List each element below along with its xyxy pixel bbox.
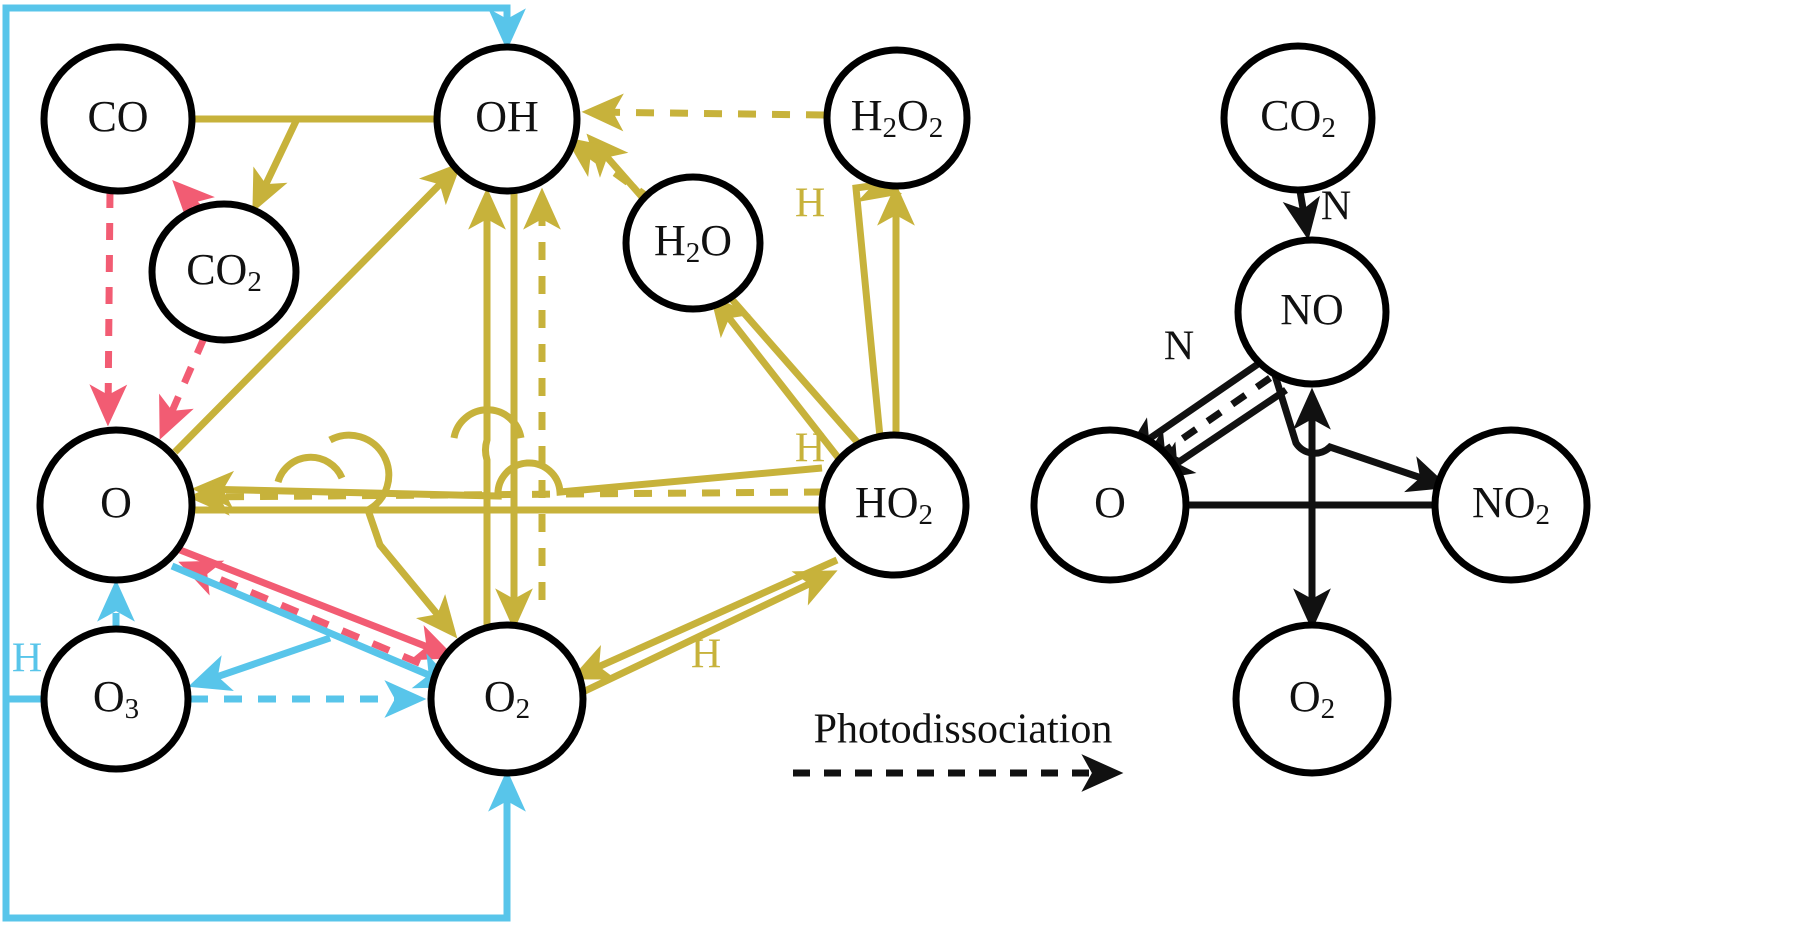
node-label-r-no: NO <box>1280 285 1344 334</box>
node-o3[interactable]: O3 <box>40 625 192 773</box>
edge-o2-ho2-b <box>564 570 838 704</box>
node-co2[interactable]: CO2 <box>148 200 300 344</box>
edge-ho2-o-upper <box>191 459 823 509</box>
legend: Photodissociation <box>793 707 1124 792</box>
node-label-r-co2: CO2 <box>1260 91 1336 144</box>
node-r-o[interactable]: O <box>1030 426 1190 584</box>
edge-no-no2 <box>1270 370 1450 493</box>
edge-o-o2-yellow-branch <box>328 431 458 639</box>
left-panel-edge-labels: H H H H <box>12 181 825 682</box>
node-r-no[interactable]: NO <box>1234 236 1390 388</box>
node-label-oh: OH <box>475 92 539 141</box>
node-o[interactable]: O <box>36 426 196 584</box>
edge-co-o-red <box>89 190 128 427</box>
node-label-o: O <box>100 478 132 527</box>
edge-o-oh <box>172 162 462 455</box>
node-label-o3: O3 <box>93 672 139 725</box>
node-r-no2[interactable]: NO2 <box>1431 426 1591 584</box>
node-label-h2o2: H2O2 <box>851 91 944 144</box>
edge-label-h-ho2-o: H <box>795 426 825 472</box>
node-oh[interactable]: OH <box>433 43 581 195</box>
node-label-o2: O2 <box>484 672 530 725</box>
node-h2o2[interactable]: H2O2 <box>823 46 971 190</box>
right-panel-edges <box>1123 190 1450 631</box>
edge-ho2-h2o2 <box>852 165 903 438</box>
edge-co2-no <box>1282 190 1320 241</box>
edge-label-h-blue-box: H <box>12 636 42 682</box>
edge-o2-o-red-dashed <box>178 560 452 680</box>
right-panel-edge-labels: N N <box>1164 184 1351 370</box>
node-label-co2: CO2 <box>186 245 262 298</box>
edge-label-h-ho2-o2: H <box>691 632 721 678</box>
node-ho2[interactable]: HO2 <box>818 431 970 579</box>
edge-ho2-o-dashed <box>187 477 823 516</box>
node-r-o2[interactable]: O2 <box>1232 621 1392 777</box>
edge-oh-co2 <box>252 117 301 213</box>
node-label-h2o: H2O <box>654 216 732 269</box>
edge-ho2-h2o <box>709 293 843 463</box>
edge-no-o-inner <box>1151 387 1288 481</box>
node-r-co2[interactable]: CO2 <box>1220 42 1376 194</box>
edge-label-h-ho2-oh: H <box>795 181 825 227</box>
right-panel-nodes: CO2 NO O NO2 O2 <box>1030 42 1591 777</box>
node-h2o[interactable]: H2O <box>622 173 764 313</box>
edge-o-o2-red <box>173 544 456 661</box>
left-panel-nodes: CO OH H2O2 CO2 H2O O HO2 O3 <box>36 43 971 777</box>
edge-o-o2-blue <box>170 562 458 689</box>
edge-label-n-no-o: N <box>1164 324 1194 370</box>
edge-label-n-co2-no: N <box>1321 184 1351 230</box>
node-label-r-o: O <box>1094 478 1126 527</box>
edge-co2-o-red <box>159 336 208 440</box>
edge-h2o2-oh <box>581 93 825 132</box>
edge-o-o3-blue <box>188 634 332 691</box>
edge-o3-o2-blue-box <box>2 699 526 922</box>
node-label-r-no2: NO2 <box>1472 478 1550 531</box>
edge-h2o-oh <box>565 137 655 203</box>
node-label-r-o2: O2 <box>1289 672 1335 725</box>
edge-o3-oh-blue <box>2 4 526 703</box>
node-co[interactable]: CO <box>40 43 196 195</box>
node-label-ho2: HO2 <box>855 478 933 531</box>
left-panel-edges <box>2 4 915 922</box>
edge-o2-oh-solid <box>468 187 506 625</box>
edge-yellow-hop-upper <box>274 453 346 484</box>
legend-label: Photodissociation <box>814 707 1113 753</box>
node-label-co: CO <box>87 92 148 141</box>
node-o2[interactable]: O2 <box>427 621 587 777</box>
